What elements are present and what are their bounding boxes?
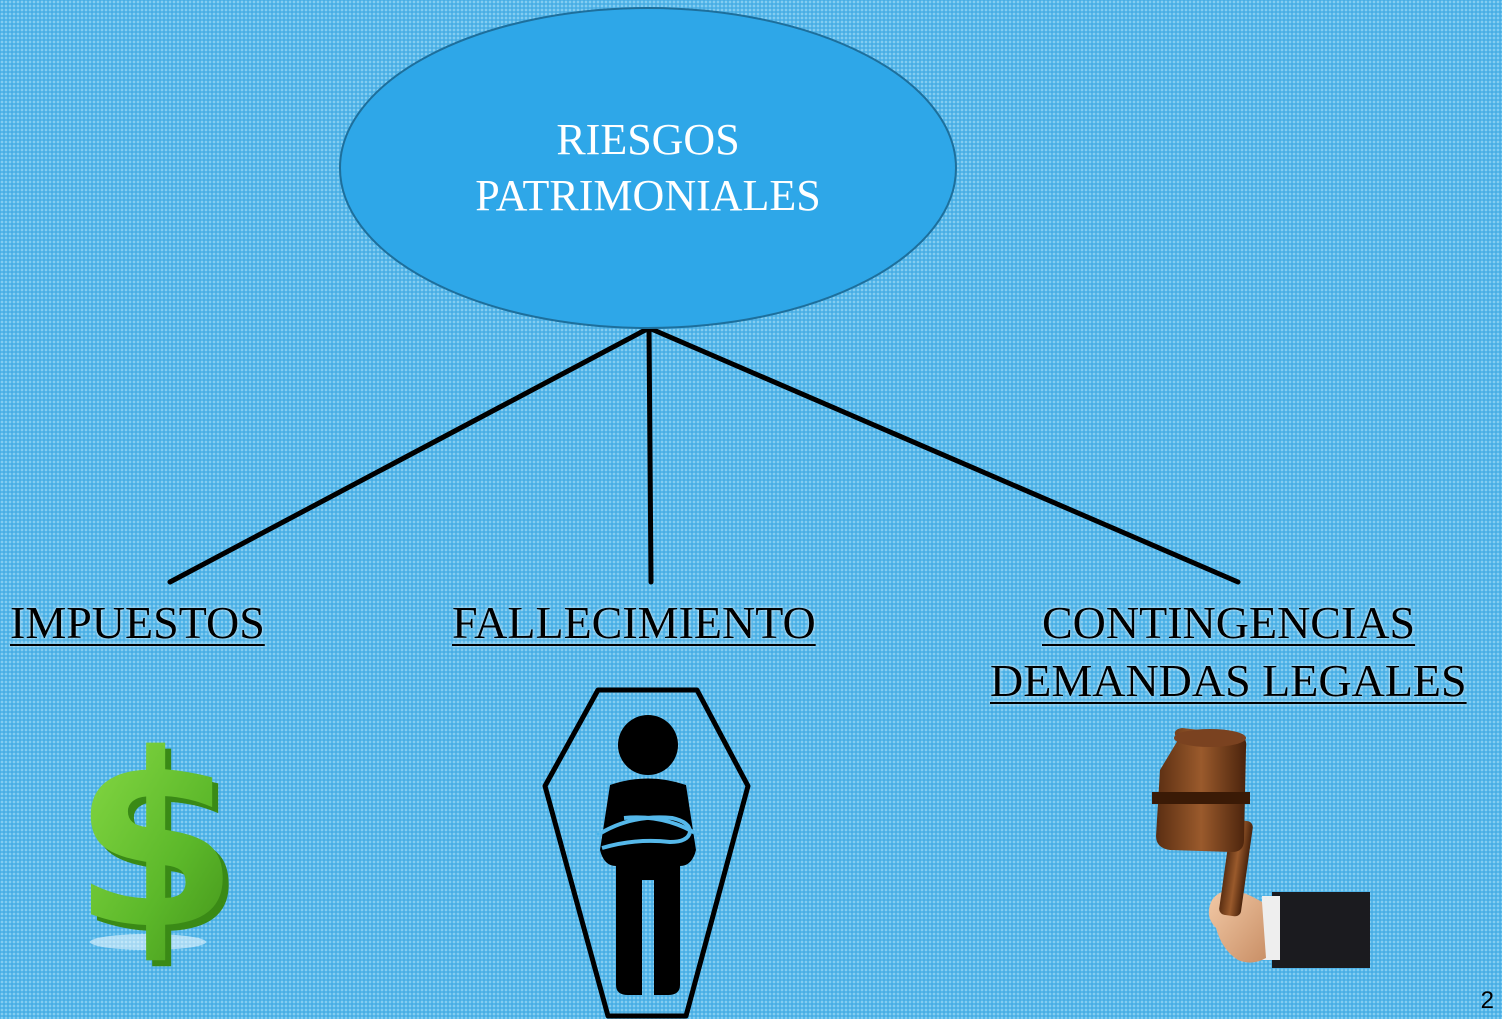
label-contingencias: CONTINGENCIAS [1042, 597, 1416, 648]
svg-text:$: $ [78, 708, 245, 988]
connector-fallecimiento [646, 325, 654, 585]
label-demandas-legales: DEMANDAS LEGALES [990, 655, 1467, 706]
page-number: 2 [1480, 987, 1494, 1014]
root-label-line1: RIESGOS [556, 115, 740, 164]
label-fallecimiento: FALLECIMIENTO [452, 597, 816, 648]
gavel-hand-icon [1152, 728, 1370, 968]
connector-impuestos [167, 325, 652, 585]
dollar-sign-icon: $ $ [72, 702, 245, 988]
connector-lines [167, 325, 1241, 585]
root-label: RIESGOS PATRIMONIALES [340, 112, 956, 224]
svg-text:$: $ [72, 702, 239, 982]
root-node [339, 7, 957, 329]
root-label-line2: PATRIMONIALES [475, 171, 821, 220]
connector-contingencias [646, 325, 1241, 585]
coffin-person-icon [542, 687, 751, 1019]
label-impuestos: IMPUESTOS [10, 597, 265, 648]
